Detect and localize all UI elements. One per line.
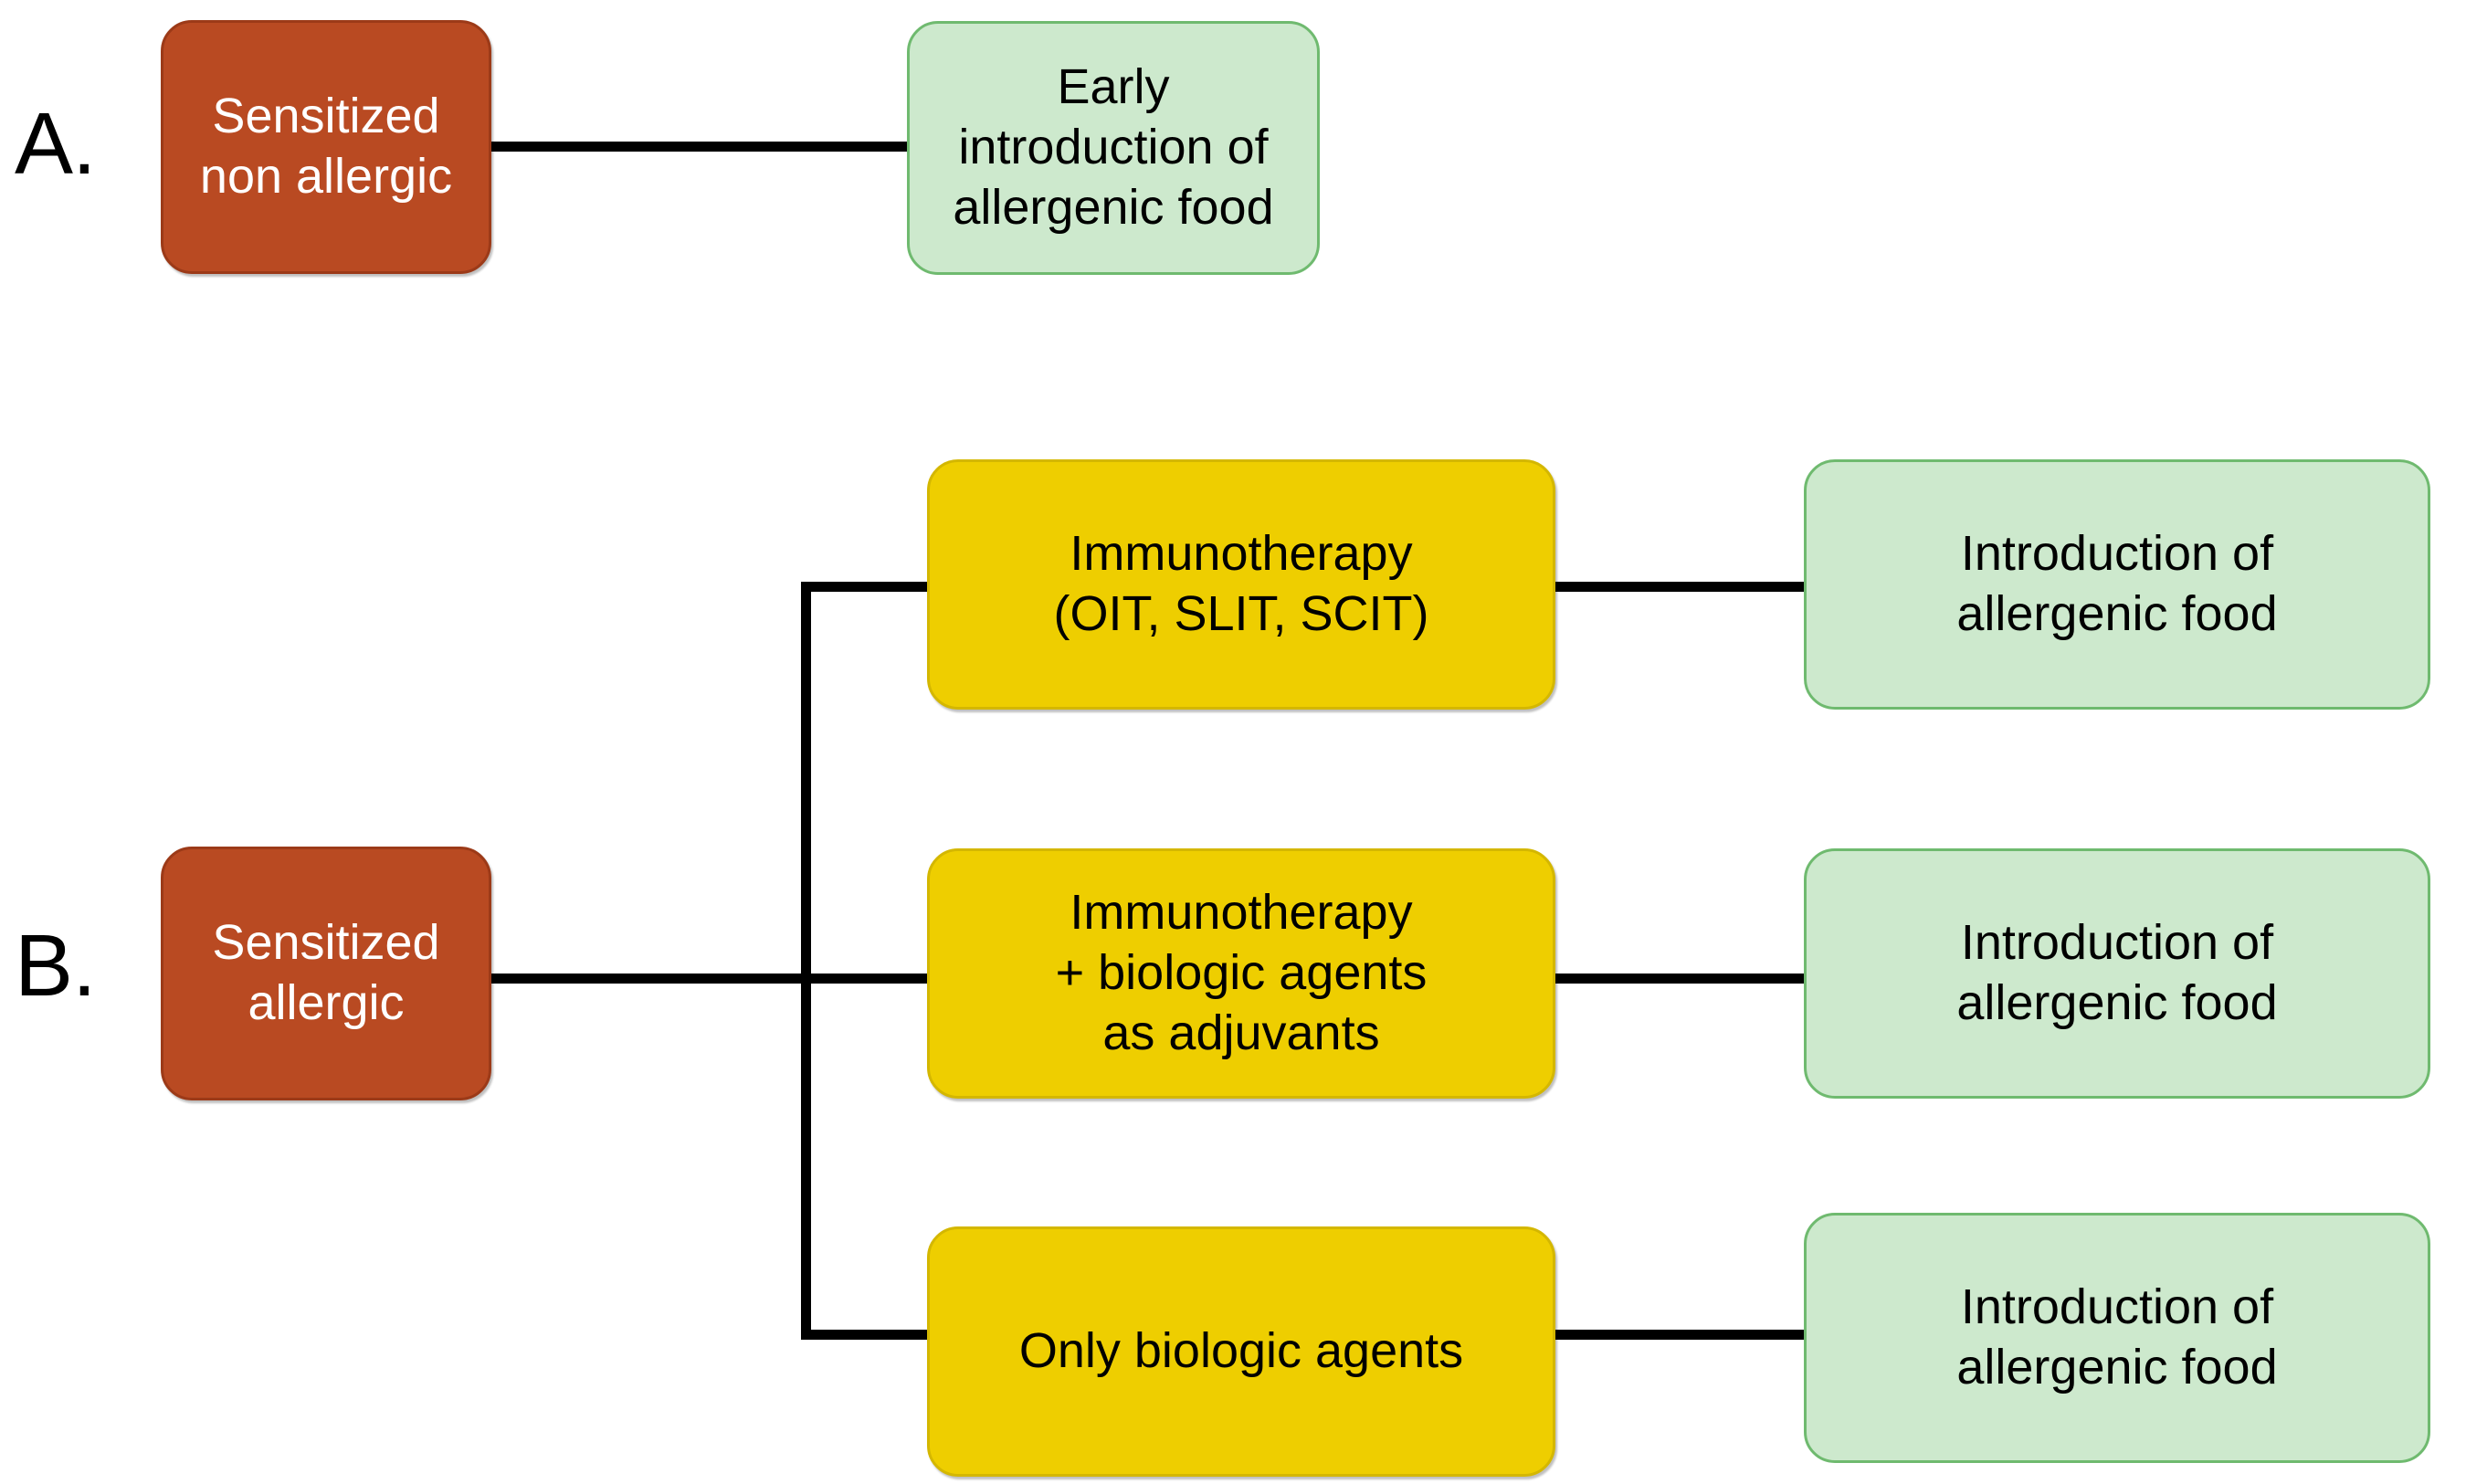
connector-b-branch-to-treatment-2	[801, 974, 933, 984]
node-label: Only biologic agents	[1018, 1323, 1464, 1379]
node-only-biologic-agents[interactable]: Only biologic agents	[927, 1226, 1555, 1477]
node-label: Sensitized non allergic	[199, 89, 453, 204]
node-label: Immunotherapy + biologic agents as adjuv…	[1055, 885, 1428, 1060]
node-introduction-allergenic-food-2[interactable]: Introduction of allergenic food	[1804, 848, 2430, 1099]
node-label: Introduction of allergenic food	[1956, 1279, 2278, 1395]
node-early-introduction-allergenic-food[interactable]: Early introduction of allergenic food	[907, 21, 1320, 275]
node-introduction-allergenic-food-3[interactable]: Introduction of allergenic food	[1804, 1213, 2430, 1463]
node-sensitized-non-allergic[interactable]: Sensitized non allergic	[161, 20, 491, 274]
node-immunotherapy-plus-biologic-agents-as-adjuvants[interactable]: Immunotherapy + biologic agents as adjuv…	[927, 848, 1555, 1099]
node-label: Sensitized allergic	[212, 915, 440, 1030]
panel-letter-a: A.	[15, 95, 97, 193]
connector-b-branch-to-treatment-1	[801, 582, 933, 592]
node-label: Immunotherapy (OIT, SLIT, SCIT)	[1053, 526, 1429, 641]
connector-b-treatment-3-to-outcome-3	[1550, 1330, 1810, 1340]
node-sensitized-allergic[interactable]: Sensitized allergic	[161, 847, 491, 1100]
connector-b-vertical-spine	[801, 582, 811, 1340]
connector-a-source-to-outcome	[490, 142, 910, 152]
node-immunotherapy-oit-slit-scit[interactable]: Immunotherapy (OIT, SLIT, SCIT)	[927, 459, 1555, 710]
node-label: Early introduction of allergenic food	[953, 59, 1274, 235]
node-label: Introduction of allergenic food	[1956, 915, 2278, 1030]
connector-b-source-stub	[490, 974, 811, 984]
node-label: Introduction of allergenic food	[1956, 526, 2278, 641]
panel-letter-b: B.	[15, 917, 97, 1015]
connector-b-treatment-1-to-outcome-1	[1550, 582, 1810, 592]
node-introduction-allergenic-food-1[interactable]: Introduction of allergenic food	[1804, 459, 2430, 710]
connector-b-treatment-2-to-outcome-2	[1550, 974, 1810, 984]
connector-b-branch-to-treatment-3	[801, 1330, 933, 1340]
